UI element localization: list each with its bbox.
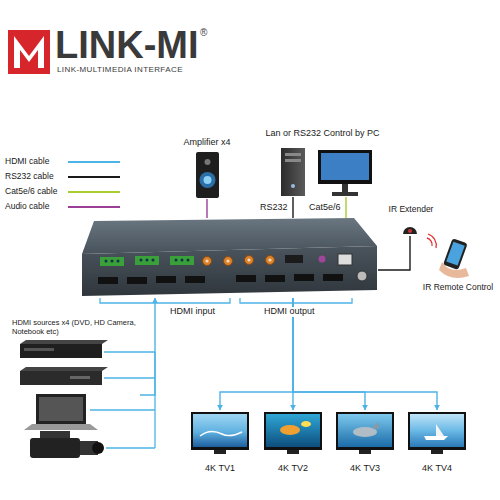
cable-connector [206,199,207,218]
brand-tagline: LINK-MULTIMEDIA INTERFACE [57,66,183,75]
source-devices [20,340,108,458]
port-group-label: HDMI output [262,307,317,317]
node-label: 4K TV1 [205,463,235,474]
node-label: IR Remote Control [423,282,493,292]
tv-node: 4K TV3 [335,410,395,474]
legend-text: RS232 cable [5,171,54,181]
legend-swatch [68,206,120,208]
pc-node: Lan or RS232 Control by PC [263,128,382,197]
node-label: 4K TV4 [422,463,452,474]
node-label: Amplifier x4 [183,137,230,148]
ir-extender-node: IR Extender [382,204,440,236]
cable-connector [140,298,155,395]
cable-label: Cat5e/6 [308,202,342,213]
matrix-switcher [80,218,378,298]
node-label: IR Extender [389,204,434,214]
registered-mark: ® [200,27,207,38]
legend-swatch [68,176,120,178]
hdmi-sources-node: HDMI sources x4 (DVD, HD Camera, Noteboo… [12,318,140,470]
node-label: Lan or RS232 Control by PC [265,128,379,139]
output-bracket [240,298,352,303]
legend-text: HDMI cable [5,156,49,166]
tv-icons [191,412,466,454]
brand-name: LINK-MI [55,25,199,67]
legend-swatch [68,191,120,193]
matrix-device [82,218,377,296]
tv-node: 4K TV1 [190,410,250,474]
tv-node: 4K TV2 [263,410,323,474]
logo-mark [8,30,50,74]
node-label: 4K TV3 [350,463,380,474]
ir-extender-icon [403,227,417,234]
pc-icon [281,148,372,196]
tv-node: 4K TV4 [407,410,467,474]
legend-text: Audio cable [5,201,49,211]
cable-connector [292,197,293,218]
cable-connector [345,197,346,218]
port-group-label: HDMI input [170,307,215,317]
cable-connector [378,236,410,270]
speaker-icon [196,152,219,198]
remote-icon [427,234,469,278]
legend-text: Cat5e/6 cable [5,186,57,196]
ir-remote-node: IR Remote Control [420,236,496,292]
input-bracket [100,298,230,303]
amplifier-node: Amplifier x4 [172,137,242,199]
source-wires [90,352,155,448]
node-label: HDMI sources x4 (DVD, HD Camera, Noteboo… [12,318,140,336]
node-label: 4K TV2 [278,463,308,474]
legend-swatch [68,161,120,163]
cable-label: RS232 [259,202,289,213]
